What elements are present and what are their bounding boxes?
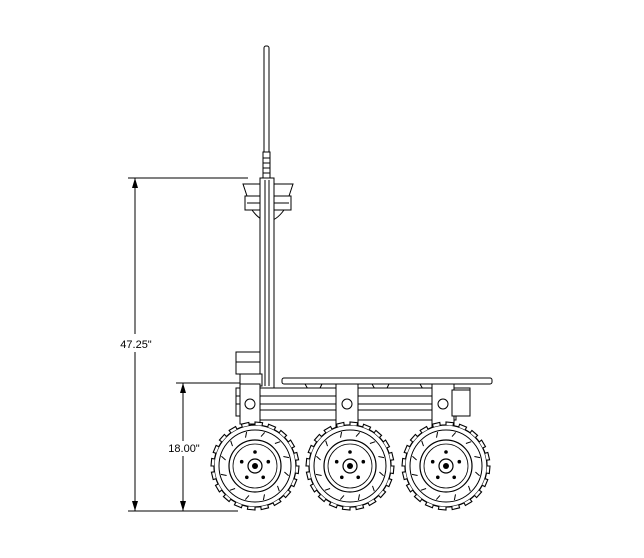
- rear-wheel: [401, 421, 491, 511]
- lug-bolt-icon: [245, 475, 249, 480]
- lug-bolt-icon: [430, 459, 435, 464]
- arrow-up-icon: [132, 178, 138, 188]
- lug-bolt-icon: [452, 475, 457, 480]
- lug-bolt-icon: [348, 450, 352, 454]
- front-wheel: [210, 421, 300, 511]
- arrow-down-icon: [180, 501, 186, 511]
- antenna: [262, 45, 271, 181]
- antenna-whip: [263, 45, 270, 157]
- lug-bolt-icon: [356, 475, 361, 480]
- axle: [443, 463, 449, 469]
- wheels: [210, 421, 491, 511]
- lug-bolt-icon: [444, 450, 448, 454]
- lug-bolt-icon: [239, 459, 244, 464]
- lug-bolt-icon: [334, 459, 339, 464]
- lug-bolt-icon: [261, 475, 266, 480]
- arrow-down-icon: [132, 501, 138, 511]
- tread-knobs: [401, 421, 491, 511]
- arrow-up-icon: [180, 383, 186, 393]
- axle: [347, 463, 353, 469]
- overall-height-label: 47.25": [120, 339, 152, 351]
- chassis: [235, 377, 493, 429]
- axle: [252, 463, 258, 469]
- lug-bolt-icon: [266, 459, 271, 464]
- antenna-base: [262, 151, 271, 181]
- lug-bolt-icon: [457, 459, 462, 464]
- deck-height-label: 18.00": [168, 443, 200, 455]
- lug-bolt-icon: [361, 459, 366, 464]
- lug-bolt-icon: [436, 475, 440, 480]
- tread-knobs: [305, 421, 395, 511]
- lug-bolt-icon: [253, 450, 257, 454]
- tread-knobs: [210, 421, 300, 511]
- deck-height-dimension: 18.00": [168, 382, 240, 511]
- mast-pole: [259, 177, 275, 389]
- lug-bolt-icon: [340, 475, 344, 480]
- overall-height-dimension: 47.25": [120, 177, 248, 512]
- mast-bracket: [235, 351, 261, 375]
- middle-wheel: [305, 421, 395, 511]
- top-deck: [281, 377, 493, 385]
